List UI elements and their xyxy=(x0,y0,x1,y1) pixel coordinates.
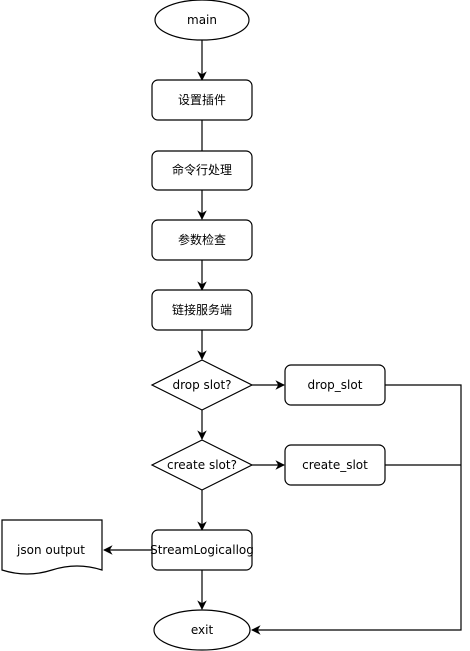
exit-node xyxy=(153,609,251,651)
param-check-node xyxy=(151,219,253,261)
drop-slot-decision-node xyxy=(150,359,254,411)
cmdline-node xyxy=(151,150,253,191)
param-check-label: 参数检查 xyxy=(178,232,226,247)
cmdline-label: 命令行处理 xyxy=(172,162,232,177)
drop-slot-decision-label: drop slot? xyxy=(172,378,231,392)
connect-server-node xyxy=(151,289,253,331)
setup-plugin-label: 设置插件 xyxy=(178,93,226,107)
stream-logicallog-node xyxy=(151,529,253,571)
exit-label: exit xyxy=(191,623,214,637)
create-slot-decision-node xyxy=(150,439,254,491)
create-slot-decision-label: create slot? xyxy=(167,458,237,472)
json-output-node xyxy=(1,519,103,575)
stream-logicallog-label: StreamLogicallog xyxy=(150,543,254,557)
drop-slot-node xyxy=(284,364,386,406)
main-label: main xyxy=(187,13,217,27)
setup-plugin-node xyxy=(151,79,253,121)
main-node xyxy=(154,0,250,41)
json-output-label: json output xyxy=(16,543,85,557)
nodes xyxy=(1,0,386,651)
edges xyxy=(103,40,462,635)
create-slot-node xyxy=(284,444,386,486)
drop-slot-label: drop_slot xyxy=(308,378,363,392)
connect-server-label: 链接服务端 xyxy=(172,302,232,317)
create-slot-label: create_slot xyxy=(302,458,368,472)
labels: main 设置插件 命令行处理 参数检查 链接服务端 drop slot? dr… xyxy=(16,13,368,637)
edge-drop-to-exit xyxy=(251,384,462,635)
